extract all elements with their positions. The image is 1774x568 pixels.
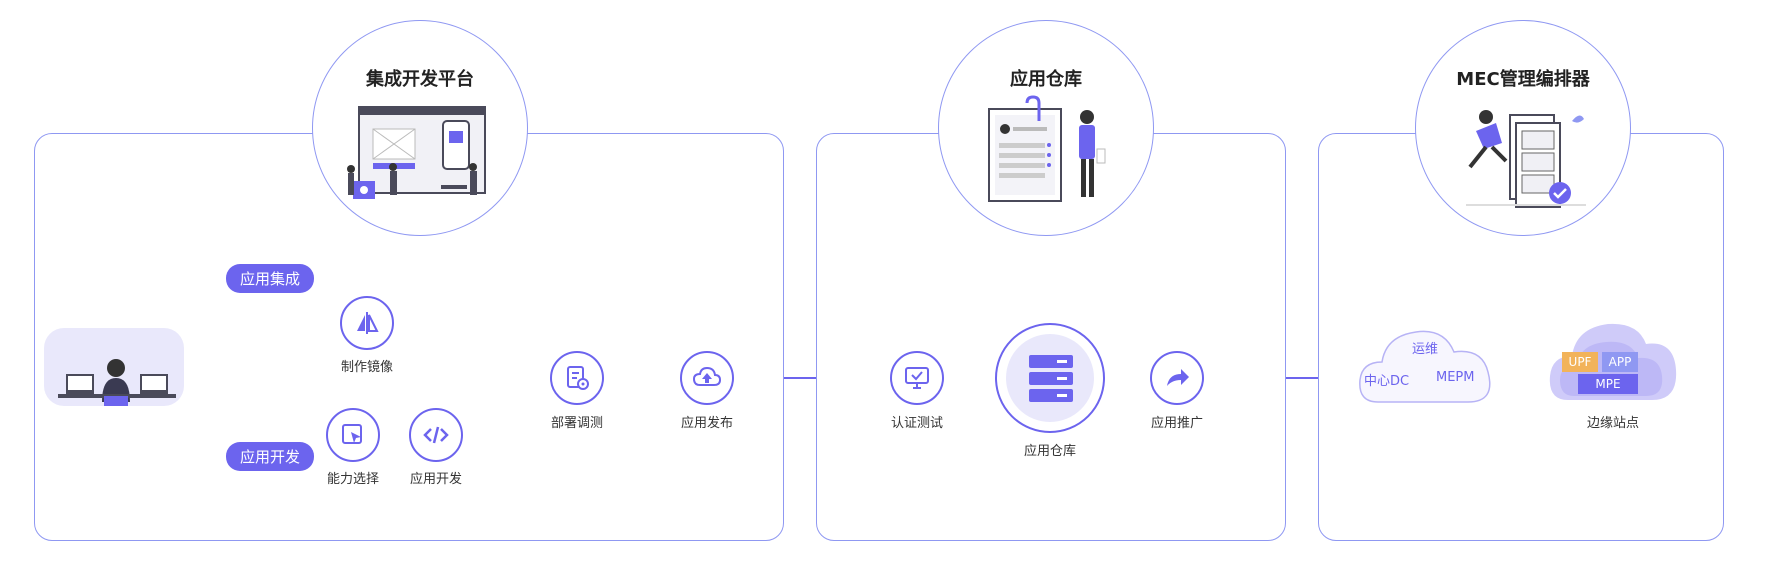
platform-circle: 集成开发平台 (312, 20, 528, 236)
app-develop-node[interactable] (409, 408, 463, 462)
server-illustration (1466, 110, 1586, 208)
app-promote-label: 应用推广 (1150, 416, 1203, 431)
edge-site-label: 边缘站点 (1586, 416, 1639, 431)
integration-tag: 应用集成 (226, 264, 315, 293)
capability-select-node[interactable] (326, 408, 380, 462)
dc-label: 中心DC (1364, 374, 1410, 389)
repository-circle: 应用仓库 (938, 20, 1154, 236)
mec-circle: MEC管理编排器 (1415, 20, 1631, 236)
monitor-check-icon (905, 367, 929, 389)
mec-title: MEC管理编排器 (1456, 69, 1590, 90)
app-repo-node[interactable] (995, 323, 1105, 433)
app-publish-label: 应用发布 (680, 416, 733, 431)
mepm-label: MEPM (1436, 370, 1475, 385)
make-image-label: 制作镜像 (340, 360, 393, 375)
code-icon (423, 426, 449, 444)
app-box: APP (1602, 352, 1638, 372)
server-stack-icon (1029, 355, 1073, 402)
cloud-upload-icon (692, 366, 722, 386)
app-publish-node[interactable] (680, 351, 734, 405)
deploy-test-node[interactable] (550, 351, 604, 405)
cursor-select-icon (342, 424, 362, 444)
app-promote-node[interactable] (1150, 351, 1204, 405)
development-tag: 应用开发 (226, 442, 315, 471)
developer-illustration (44, 328, 184, 408)
upf-box: UPF (1562, 352, 1598, 372)
deploy-test-label: 部署调测 (550, 416, 603, 431)
app-repo-label: 应用仓库 (1023, 444, 1076, 459)
platform-title: 集成开发平台 (366, 69, 474, 90)
document-illustration (988, 95, 1106, 202)
center-dc-cloud: 运维 中心DC MEPM (1356, 318, 1496, 408)
share-arrow-icon (1167, 369, 1189, 386)
document-gear-icon (567, 366, 589, 390)
make-image-node[interactable] (340, 296, 394, 350)
mirror-icon (357, 312, 379, 334)
mpe-box: MPE (1578, 374, 1638, 394)
dev-team-illustration (347, 106, 486, 199)
cert-test-node[interactable] (890, 351, 944, 405)
cert-test-label: 认证测试 (890, 416, 943, 431)
capability-select-label: 能力选择 (326, 472, 379, 487)
repository-title: 应用仓库 (1010, 69, 1082, 90)
app-develop-label: 应用开发 (409, 472, 462, 487)
ops-label: 运维 (1412, 342, 1439, 357)
edge-site-cloud: UPF APP MPE (1548, 314, 1678, 404)
